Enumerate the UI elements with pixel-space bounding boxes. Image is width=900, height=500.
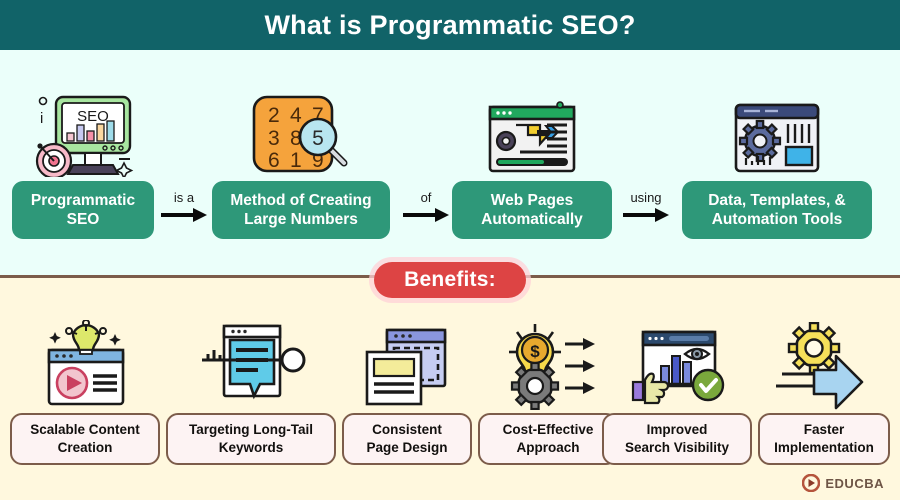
number-grid-magnifier-icon: 2 4 7 3 8 6 1 9 5 [248, 85, 354, 177]
flow-node-2: 2 4 7 3 8 6 1 9 5 Method of Creating Lar… [212, 85, 390, 239]
svg-text:1: 1 [290, 149, 302, 172]
flow-box-label-2: Method of Creating Large Numbers [212, 181, 390, 239]
benefit-label-4: Cost-Effective Approach [478, 413, 618, 465]
svg-text:3: 3 [268, 127, 280, 150]
benefit-label-2: Targeting Long-Tail Keywords [166, 413, 336, 465]
flow-box-label-1: Programmatic SEO [12, 181, 154, 239]
arrow-right-icon [161, 208, 207, 222]
benefits-banner: Benefits: [374, 262, 526, 298]
svg-text:5: 5 [312, 127, 324, 150]
page-template-icon [361, 318, 453, 410]
benefit-label-text: Faster Implementation [774, 422, 874, 455]
svg-text:SEO: SEO [77, 108, 109, 125]
educba-play-logo-icon [802, 474, 821, 492]
lightbulb-video-icon [35, 318, 135, 410]
svg-text:4: 4 [290, 104, 302, 127]
benefit-label-1: Scalable Content Creation [10, 413, 160, 465]
arrow-right-icon [403, 208, 449, 222]
flow-node-1: i SEO [12, 85, 154, 239]
benefit-label-text: Targeting Long-Tail Keywords [189, 422, 313, 455]
header-bar: What is Programmatic SEO? [0, 0, 900, 50]
connector-2: of [398, 190, 454, 223]
chart-eye-check-icon [625, 318, 729, 410]
benefit-label-text: Scalable Content Creation [30, 422, 140, 455]
benefit-card-5: Improved Search Visibility [602, 318, 752, 465]
svg-text:i: i [40, 110, 43, 127]
page-title: What is Programmatic SEO? [264, 9, 636, 40]
benefit-card-1: Scalable Content Creation [10, 318, 160, 465]
benefit-card-4: $ [478, 318, 618, 465]
flow-label-text: Programmatic SEO [30, 191, 136, 228]
benefit-card-2: Targeting Long-Tail Keywords [166, 318, 336, 465]
benefits-banner-label: Benefits: [404, 268, 496, 291]
flow-node-3: Web Pages Automatically [452, 85, 612, 239]
keyword-key-icon [196, 318, 306, 410]
benefit-label-5: Improved Search Visibility [602, 413, 752, 465]
flow-box-label-3: Web Pages Automatically [452, 181, 612, 239]
arrow-right-icon [623, 208, 669, 222]
educba-logo-text: EDUCBA [825, 475, 884, 491]
dollar-bulb-gear-icon: $ [493, 318, 603, 410]
flow-box-label-4: Data, Templates, & Automation Tools [682, 181, 872, 239]
svg-text:$: $ [530, 342, 540, 361]
benefit-card-6: Faster Implementation [758, 318, 890, 465]
svg-text:8: 8 [290, 127, 302, 150]
svg-text:6: 6 [268, 149, 280, 172]
benefit-label-text: Cost-Effective Approach [502, 422, 594, 455]
benefit-label-text: Improved Search Visibility [624, 422, 730, 455]
flow-label-text: Web Pages Automatically [481, 191, 583, 228]
gear-speed-arrow-icon [774, 318, 874, 410]
svg-text:2: 2 [268, 104, 280, 127]
benefit-label-3: Consistent Page Design [342, 413, 472, 465]
connector-3: using [618, 190, 674, 223]
svg-text:7: 7 [312, 104, 324, 127]
dashboard-gear-icon [732, 85, 822, 177]
flow-node-4: Data, Templates, & Automation Tools [682, 85, 872, 239]
benefit-label-6: Faster Implementation [758, 413, 890, 465]
connector-label: of [420, 190, 432, 205]
flow-label-text: Method of Creating Large Numbers [230, 191, 372, 228]
connector-1: is a [156, 190, 212, 223]
benefit-label-text: Consistent Page Design [366, 422, 448, 455]
educba-logo: EDUCBA [802, 474, 884, 492]
browser-automation-icon [486, 85, 578, 177]
benefit-card-3: Consistent Page Design [342, 318, 472, 465]
svg-text:9: 9 [312, 149, 324, 172]
flow-label-text: Data, Templates, & Automation Tools [708, 191, 846, 228]
seo-monitor-icon: i SEO [29, 85, 137, 177]
connector-label: using [630, 190, 662, 205]
connector-label: is a [173, 190, 195, 205]
